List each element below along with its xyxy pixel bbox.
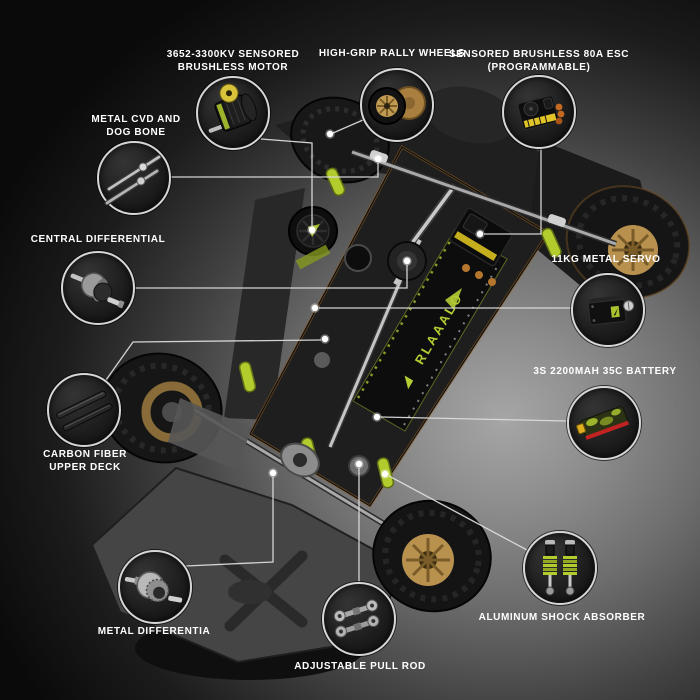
inset-esc bbox=[502, 75, 576, 149]
label-motor-line2: BRUSHLESS MOTOR bbox=[177, 62, 289, 73]
metal-servo-icon bbox=[587, 295, 635, 326]
inset-pull-rod bbox=[322, 582, 396, 656]
connector-cvd-line bbox=[171, 163, 379, 178]
connector-cvd-dot bbox=[373, 154, 383, 164]
central-differential-icon bbox=[70, 272, 125, 309]
pull-rod-icon bbox=[333, 599, 380, 638]
label-cvd: METAL CVD AND DOG BONE bbox=[91, 113, 180, 139]
connector-wheels-dot bbox=[325, 129, 335, 139]
inset-motor bbox=[196, 76, 270, 150]
label-battery: 3S 2200MAH 35C BATTERY bbox=[533, 365, 676, 378]
connector-upper-deck-line bbox=[105, 339, 322, 381]
inset-wheels bbox=[360, 68, 434, 142]
battery-cover: RLAAALO bbox=[352, 228, 508, 432]
connector-wheels-line bbox=[332, 119, 364, 134]
lime-decal bbox=[445, 288, 462, 310]
cvd-dogbone-icon bbox=[104, 154, 162, 206]
inset-central-diff bbox=[61, 251, 135, 325]
inset-upper-deck bbox=[47, 373, 121, 447]
connector-esc-line bbox=[484, 149, 542, 235]
connector-upper-deck-dot bbox=[320, 334, 330, 344]
inset-servo bbox=[571, 273, 645, 347]
label-upper-deck: CARBON FIBER UPPER DECK bbox=[43, 448, 127, 474]
label-metal-diff-line1: METAL DIFFERENTIA bbox=[97, 626, 211, 637]
inset-cvd bbox=[97, 141, 171, 215]
label-central-diff-line1: CENTRAL DIFFERENTIAL bbox=[30, 234, 166, 245]
label-cvd-line2: DOG BONE bbox=[106, 127, 166, 138]
label-esc-line2: (PROGRAMMABLE) bbox=[487, 62, 591, 73]
label-motor: 3652-3300KV SENSORED BRUSHLESS MOTOR bbox=[167, 48, 300, 74]
connector-dots bbox=[268, 129, 485, 479]
label-servo: 11KG METAL SERVO bbox=[551, 253, 660, 266]
inset-battery bbox=[567, 386, 641, 460]
connector-shock-line bbox=[388, 475, 528, 551]
esc-icon bbox=[517, 95, 565, 131]
connector-battery-dot bbox=[372, 412, 382, 422]
inset-metal-diff bbox=[118, 550, 192, 624]
connector-battery-line bbox=[380, 416, 568, 422]
connector-central-diff-dot bbox=[402, 256, 412, 266]
connector-metal-diff-dot bbox=[268, 468, 278, 478]
metal-differential-icon bbox=[124, 571, 183, 603]
connector-central-diff-line bbox=[135, 265, 408, 289]
label-servo-line1: 11KG METAL SERVO bbox=[551, 254, 661, 265]
brand-logo-mark bbox=[404, 375, 414, 390]
connector-motor-line bbox=[260, 138, 313, 226]
motor bbox=[288, 206, 338, 270]
carbon-upper-deck-icon bbox=[56, 390, 113, 432]
connector-pull-rod-dot bbox=[354, 459, 364, 469]
connector-esc-dot bbox=[475, 229, 485, 239]
label-shock-line1: ALUMINUM SHOCK ABSORBER bbox=[478, 612, 646, 623]
label-metal-diff: METAL DIFFERENTIA bbox=[98, 625, 211, 638]
label-upper-deck-line1: CARBON FIBER bbox=[43, 449, 127, 460]
label-wheels: HIGH-GRIP RALLY WHEELS bbox=[319, 47, 465, 60]
connector-motor-dot bbox=[307, 225, 317, 235]
label-wheels-line1: HIGH-GRIP RALLY WHEELS bbox=[318, 48, 466, 59]
connector-metal-diff-line bbox=[185, 477, 274, 567]
connector-lines bbox=[105, 119, 571, 582]
driveline bbox=[327, 182, 458, 449]
label-motor-line1: 3652-3300KV SENSORED bbox=[166, 49, 300, 60]
rally-wheels-icon bbox=[368, 86, 426, 125]
label-upper-deck-line2: UPPER DECK bbox=[49, 462, 121, 473]
label-esc: SENSORED BRUSHLESS 80A ESC (PROGRAMMABLE… bbox=[449, 48, 629, 74]
shock-absorber-icon bbox=[543, 540, 577, 596]
lipo-battery-icon bbox=[576, 406, 630, 440]
brushless-motor-icon bbox=[208, 83, 257, 133]
rc-car-chassis: RLAAALO bbox=[90, 85, 691, 680]
connector-shock-dot bbox=[380, 469, 390, 479]
label-shock: ALUMINUM SHOCK ABSORBER bbox=[479, 611, 646, 624]
label-central-diff: CENTRAL DIFFERENTIAL bbox=[31, 233, 166, 246]
tire-rear-right bbox=[565, 185, 691, 299]
label-cvd-line1: METAL CVD AND bbox=[91, 114, 181, 125]
connector-servo-dot bbox=[310, 303, 320, 313]
tire-front-right bbox=[372, 499, 492, 613]
label-esc-line1: SENSORED BRUSHLESS 80A ESC bbox=[448, 49, 630, 60]
label-pull-rod-line1: ADJUSTABLE PULL ROD bbox=[294, 661, 426, 672]
inset-shock bbox=[523, 531, 597, 605]
label-battery-line1: 3S 2200MAH 35C BATTERY bbox=[533, 366, 677, 377]
label-pull-rod: ADJUSTABLE PULL ROD bbox=[294, 660, 426, 673]
